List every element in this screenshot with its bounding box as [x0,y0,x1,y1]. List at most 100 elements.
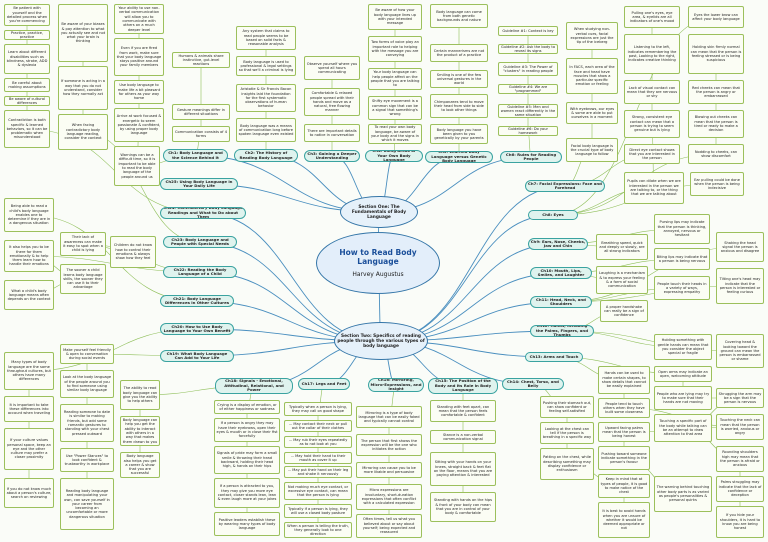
chapter-3[interactable]: Ch3: Gaining a Deeper Understanding [304,150,360,162]
chapter-22[interactable]: Ch22: Reading the Body Language of a Chi… [163,266,237,278]
note[interactable]: Arrive at work focused & energetic to se… [114,108,164,142]
note[interactable]: Facial body language is the crucial type… [566,138,618,162]
section-one[interactable]: Section One: The Fundamentals of Body La… [340,196,418,228]
note[interactable]: Be aware of how your body language lines… [368,4,422,30]
chapter-19[interactable]: Ch19: What Body Language Can Add to Your… [160,350,234,362]
note[interactable]: Mirroring can cause you to be more likab… [356,462,422,478]
note[interactable]: Pushing toward someone indicate somethin… [598,446,650,470]
note[interactable]: Lack of visual contact can mean that the… [624,80,680,104]
note[interactable]: ... May rub their eyes repeatedly as to … [284,436,352,448]
note[interactable]: Being able to read a child's body langua… [4,198,54,232]
note[interactable]: It is important to take these difference… [4,396,54,422]
note[interactable]: Certain mannerisms are not the product o… [430,44,488,62]
note[interactable]: Rounding shoulders high may mean that th… [716,446,764,472]
note[interactable]: If your culture values personal space, k… [4,428,54,470]
note[interactable]: Typically when a person is lying, they m… [284,402,352,416]
note[interactable]: Smiling is one of the few universal gest… [430,70,488,88]
note[interactable]: Use "Power Stances" to look confident & … [60,448,114,472]
note[interactable]: If someone is acting in a way that you d… [58,66,108,110]
note[interactable]: Guideline #3: The Power of "clusters" in… [498,62,558,76]
chapter-21[interactable]: Ch21: Body Language Differences in Other… [160,295,234,307]
note[interactable]: ... May put their hand on their leg and … [284,466,352,478]
note[interactable]: Two forms of voice play an important rol… [368,36,422,62]
note[interactable]: It also helps you to be there for them e… [4,240,54,272]
note[interactable]: If a person is angry they may have their… [214,418,280,442]
note[interactable]: Be careful about making assumptions [4,78,50,92]
note[interactable]: When studying non-verbal cues, facial ex… [566,22,618,50]
note[interactable]: Be patient with yourself and the detaile… [4,4,50,26]
note[interactable]: Covering head & looking toward the groun… [716,334,764,368]
note[interactable]: Chimpanzees tend to move their head from… [430,94,488,118]
note[interactable]: Positive leaders establish these by wear… [214,512,280,536]
note[interactable]: Aristotle & Sir Francis Bacon insights l… [236,84,296,112]
note[interactable]: Stance is a non-verbal communication sig… [430,430,496,444]
note[interactable]: Reading body language and manipulating y… [60,478,114,530]
chapter-23[interactable]: Ch23: Body Language and People with Spec… [163,236,237,248]
note[interactable]: It is best to avoid hands when you are u… [598,502,650,538]
note[interactable]: If a person is attracted to you, they ma… [214,478,280,508]
note[interactable]: Be aware of cultural differences [4,96,50,106]
chapter-16[interactable]: Ch16: Mirroring, Micro-Expressions, and … [368,378,424,392]
note[interactable]: Comfortable & relaxed people spread with… [304,88,360,116]
note[interactable]: Biting lips may indicate that a person i… [654,248,710,270]
note[interactable]: To read your own body language, be aware… [368,124,422,144]
note[interactable]: Standing with hands on the hips & front … [430,492,496,522]
note[interactable]: Reading someone to date is similar to ma… [60,404,114,442]
note[interactable]: The ability to read body language can gi… [120,380,160,410]
note[interactable]: Blowing out cheeks can mean that the per… [688,110,744,138]
note[interactable]: Typically if a person is lying, they wil… [284,504,352,518]
note[interactable]: Guideline #5: Men and women react differ… [498,104,558,118]
note[interactable]: Observe yourself where you spend all hou… [304,56,360,80]
note[interactable]: People touch their heads in a variety of… [654,276,710,300]
note[interactable]: Make yourself feel friendly & open to co… [60,344,114,364]
note[interactable]: Body language can come from both genetic… [430,4,488,28]
note[interactable]: Guideline #4: We are "programmed" [498,84,558,94]
note[interactable]: Their lack of awareness can make it easy… [60,232,106,256]
note[interactable]: The warning behind touching other body p… [654,476,712,512]
note[interactable]: Body language is used to professional & … [236,56,296,76]
note[interactable]: Many types of body language are the same… [4,352,54,390]
note[interactable]: Direct eye contact shows that you are in… [624,144,680,164]
note[interactable]: Be aware of your biases & pay attention … [58,4,108,62]
chapter-8[interactable]: Ch8: Eyes [528,210,578,220]
note[interactable]: Listening to the left, indicates remembe… [624,34,680,74]
chapter-4[interactable]: Ch4: Using Areas of Your Own Body Langua… [365,150,423,162]
note[interactable]: Keep in mind that at types of people, it… [598,474,650,498]
note[interactable]: Look at the body language of the people … [60,370,114,398]
note[interactable]: What a child's body language means often… [4,280,54,310]
note[interactable]: Gesture meanings differ in different sit… [172,104,230,120]
note[interactable]: People who are lying may try to make sur… [654,386,712,410]
note[interactable]: Holding skin firmly normal can mean that… [688,34,744,74]
note[interactable]: Warnings can be a difficult time, so it … [114,146,160,186]
note[interactable]: Red cheeks can mean that the person is a… [688,80,744,104]
note[interactable]: Practice, practice, practice [4,30,50,40]
chapter-14[interactable]: Ch14: Chest, Torso, and Belly [502,378,564,390]
note[interactable]: Mirroring is a type of body language tha… [356,406,422,428]
note[interactable]: Pursing lips may indicate that the perso… [654,214,710,244]
chapter-11[interactable]: Ch11: Head, Neck, and Shoulders [530,296,592,308]
note[interactable]: Often times, tell us what you believed a… [356,514,422,538]
note[interactable]: Learn about different disabilities such … [4,44,50,74]
chapter-1[interactable]: Ch1: Body Language and the Science Behin… [163,149,228,162]
note[interactable]: Crying is a display of emotion, or of ei… [214,400,280,414]
section-two[interactable]: Section Two: Specifics of reading people… [334,322,428,360]
note[interactable]: Nodding to cheeks, can show discomfort [688,144,744,164]
note[interactable]: A proper handshake can really be a sign … [600,300,648,322]
note[interactable]: Upward facing palms mean that the person… [598,422,650,442]
note[interactable]: Your ability to use non-verbal communica… [114,4,164,34]
chapter-24[interactable]: Ch24: Contradictory Body Language Readin… [160,207,246,219]
note[interactable]: People tend to touch others when they ha… [598,398,650,418]
note[interactable]: If you do not know much about a person's… [4,478,54,508]
note[interactable]: Shifty eye movement is a common sign tha… [368,96,422,120]
note[interactable]: Laughing is a mechanism & to express you… [596,266,648,294]
note[interactable]: If you hide your shoulders, it is hard t… [716,506,764,538]
note[interactable]: Patting on the chest, while describing s… [540,448,594,480]
note[interactable]: Not making much eye contact, or excessiv… [284,482,352,500]
note[interactable]: Your body language can help people affec… [368,68,422,90]
note[interactable]: Touching a specific part of the body whi… [654,414,712,442]
note[interactable]: Shrugging the arm may be a sign that the… [716,388,764,408]
chapter-5[interactable]: Ch5: Learned Body Language versus Geneti… [425,151,493,163]
note[interactable]: ... May contact their neck or pull out t… [284,420,352,432]
chapter-7[interactable]: Ch7: Facial Expressions: Face and Forehe… [525,180,605,192]
note[interactable]: Strong, consistent eye contact can mean … [624,110,680,138]
